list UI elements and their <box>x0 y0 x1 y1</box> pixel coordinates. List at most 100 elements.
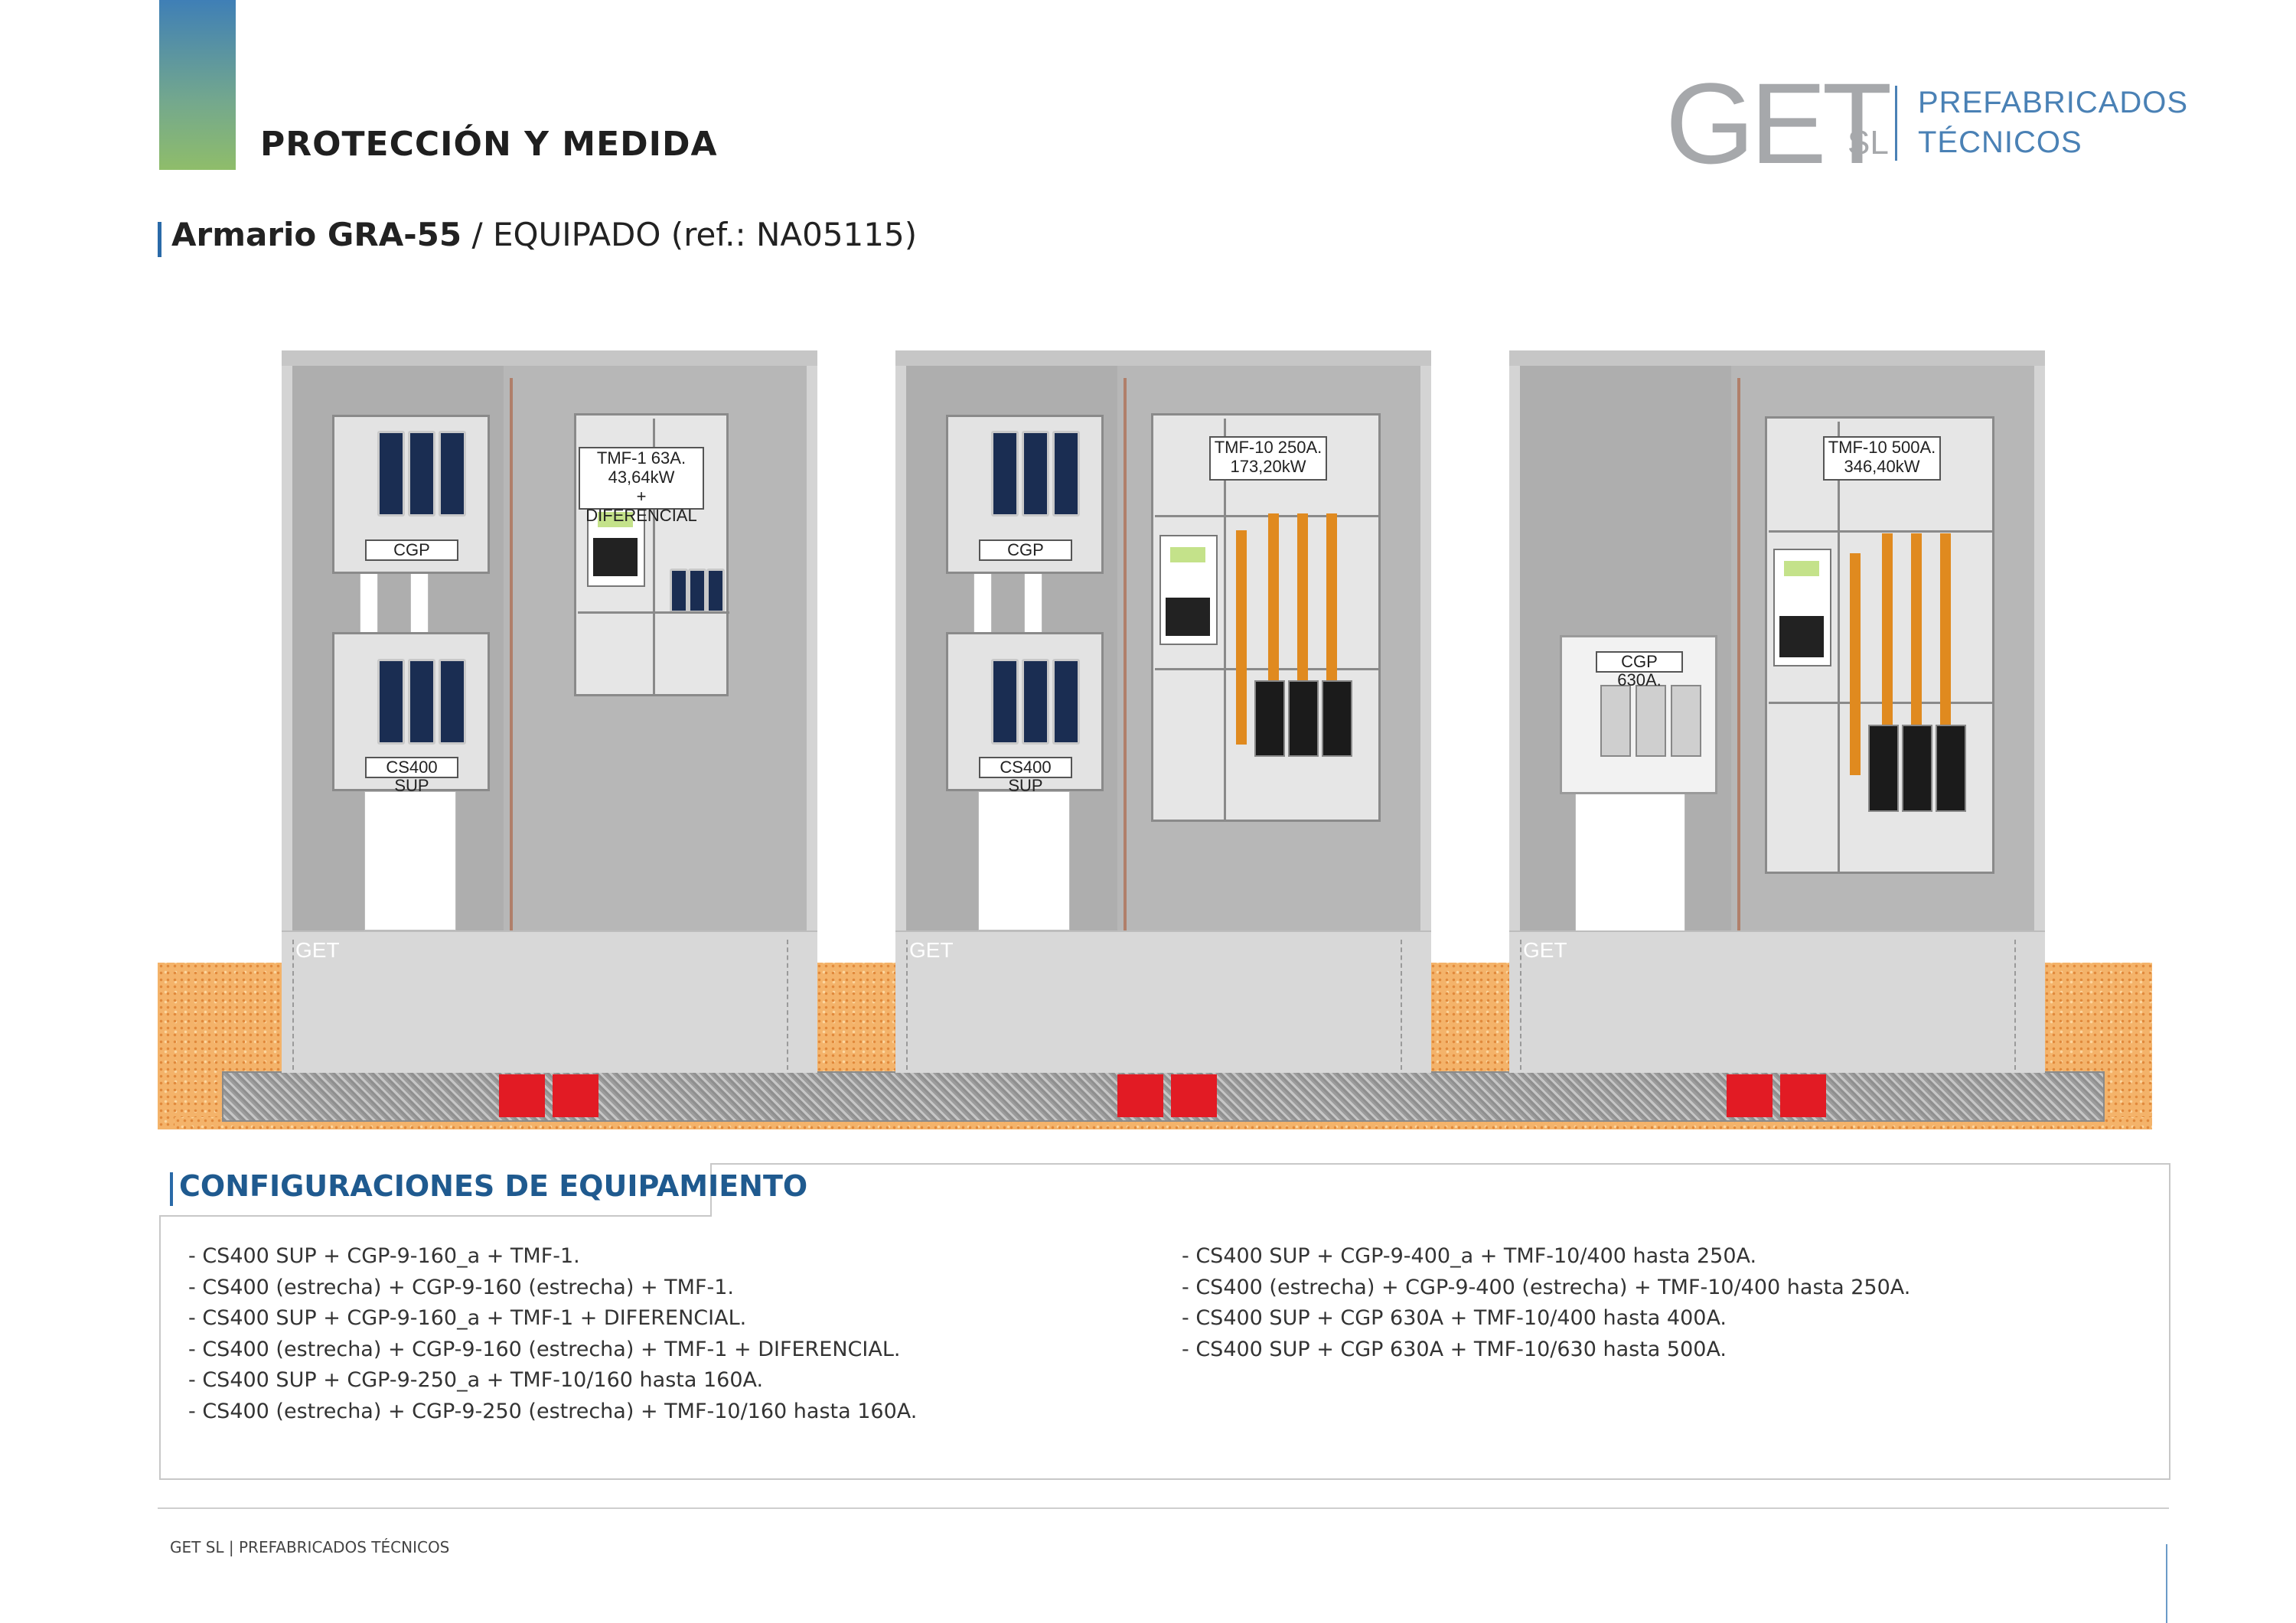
fuse-icon <box>408 431 435 517</box>
base-dash-line <box>906 940 908 1070</box>
logo-line2: TÉCNICOS <box>1918 125 2082 159</box>
cabinet-roof <box>282 350 817 366</box>
list-item: - CS400 (estrecha) + CGP-9-400 (estrecha… <box>1182 1275 1911 1299</box>
list-item: - CS400 SUP + CGP 630A + TMF-10/400 hast… <box>1182 1306 1727 1331</box>
meter-screen <box>598 512 633 527</box>
cabinet-divider <box>510 378 513 934</box>
switch-pole-icon <box>1600 685 1631 757</box>
red-duct <box>499 1074 545 1117</box>
configurations-list-right: - CS400 SUP + CGP-9-400_a + TMF-10/400 h… <box>1182 1241 1910 1365</box>
fuse-icon <box>1022 431 1049 517</box>
logo-get-text: GET <box>1665 59 1892 187</box>
fuse-icon <box>706 569 725 613</box>
fuse-icon <box>377 431 405 517</box>
configurations-list-left: - CS400 SUP + CGP-9-160_a + TMF-1. - CS4… <box>188 1241 917 1428</box>
meter-icon <box>587 500 645 587</box>
cable-duct <box>978 791 1070 930</box>
cabinet-base <box>282 930 817 1073</box>
fuse-icon <box>439 431 466 517</box>
module-divider <box>1769 702 1994 704</box>
configurations-title: CONFIGURACIONES DE EQUIPAMIENTO <box>179 1169 808 1203</box>
tmf10-500-module <box>1765 416 1994 874</box>
module-divider <box>1769 530 1994 533</box>
cabinet-divider <box>1124 378 1127 934</box>
fuse-icon <box>688 569 706 613</box>
connection-tube <box>974 572 992 635</box>
tmf10-500-label-line1: TMF-10 500A. <box>1828 438 1936 457</box>
meter-screen <box>1170 547 1205 562</box>
tmf10-500-label-line2: 346,40kW <box>1844 457 1920 476</box>
tmf1-label-line1: TMF-1 63A. <box>596 448 687 468</box>
fuse-icon <box>1052 431 1080 517</box>
module-divider <box>1224 419 1226 820</box>
switch-pole-icon <box>1671 685 1701 757</box>
switch-pole-icon <box>1636 685 1666 757</box>
fuse-icon <box>991 431 1019 517</box>
fuse-icon <box>670 569 688 613</box>
module-divider <box>1155 668 1380 670</box>
configurations-panel <box>159 1163 2170 1480</box>
meter-body <box>1779 616 1824 657</box>
logo-separator <box>1895 86 1897 161</box>
base-dash-line <box>1401 940 1402 1070</box>
subtitle-model: Armario GRA-55 <box>171 216 462 253</box>
red-duct <box>1727 1074 1773 1117</box>
cabinet-base <box>895 930 1431 1073</box>
list-item: - CS400 SUP + CGP-9-160_a + TMF-1. <box>188 1244 580 1268</box>
footer-text: GET SL | PREFABRICADOS TÉCNICOS <box>170 1538 450 1556</box>
page-subtitle: Armario GRA-55 / EQUIPADO (ref.: NA05115… <box>171 216 917 253</box>
tmf1-label-line2: 43,64kW <box>608 468 675 487</box>
fuse-icon <box>1052 659 1080 745</box>
connection-tube <box>1024 572 1042 635</box>
cabinet-2: CGP CS400 SUP TMF-10 250A. 173,20kW GET <box>895 350 1431 1073</box>
list-item: - CS400 SUP + CGP 630A + TMF-10/630 hast… <box>1182 1337 1727 1361</box>
cs400-label: CS400 SUP <box>979 757 1072 795</box>
cable <box>1940 533 1951 771</box>
corner-color-band <box>159 0 236 170</box>
list-item: - CS400 (estrecha) + CGP-9-160 (estrecha… <box>188 1337 901 1361</box>
tmf10-500-label: TMF-10 500A. 346,40kW <box>1823 436 1941 481</box>
cgp-box: CGP <box>332 415 490 574</box>
cabinet-roof <box>895 350 1431 366</box>
subtitle-ref: / EQUIPADO (ref.: NA05115) <box>461 216 918 253</box>
cable-duct <box>364 791 456 930</box>
fuse-icon <box>439 659 466 745</box>
tmf10-250-label: TMF-10 250A. 173,20kW <box>1209 436 1327 481</box>
list-item: - CS400 SUP + CGP-9-250_a + TMF-10/160 h… <box>188 1368 764 1393</box>
red-duct <box>1117 1074 1163 1117</box>
fuse-icon <box>991 659 1019 745</box>
list-item: - CS400 (estrecha) + CGP-9-250 (estrecha… <box>188 1399 918 1423</box>
breaker-icon <box>1902 725 1932 812</box>
red-duct <box>553 1074 598 1117</box>
tmf1-label-line3: + DIFERENCIAL <box>585 487 697 525</box>
meter-body <box>593 538 638 576</box>
cgp630-box: CGP 630A. <box>1560 635 1717 794</box>
tmf10-250-module <box>1151 413 1381 822</box>
cs400-box: CS400 SUP <box>946 632 1104 795</box>
fuse-icon <box>1022 659 1049 745</box>
tmf1-label: TMF-1 63A. 43,64kW + DIFERENCIAL <box>579 447 704 525</box>
list-item: - CS400 SUP + CGP-9-400_a + TMF-10/400 h… <box>1182 1244 1757 1268</box>
connection-tube <box>410 572 429 635</box>
breaker-icon <box>1322 680 1352 757</box>
meter-icon <box>1159 535 1218 645</box>
base-dash-line <box>787 940 788 1070</box>
configurations-title-tab <box>159 1163 712 1217</box>
cable <box>1911 533 1922 771</box>
cgp-label: CGP <box>979 539 1072 561</box>
tmf10-250-label-line1: TMF-10 250A. <box>1214 438 1322 457</box>
red-duct <box>1780 1074 1826 1117</box>
logo-sl-text: SL <box>1848 124 1889 161</box>
cabinet-base <box>1509 930 2045 1073</box>
fuse-icon <box>377 659 405 745</box>
breaker-icon <box>1868 725 1899 812</box>
subtitle-accent-bar <box>158 222 161 257</box>
fuse-icon <box>408 659 435 745</box>
cable <box>1882 533 1893 771</box>
footer-vertical-line <box>2166 1544 2167 1623</box>
connection-tube <box>360 572 378 635</box>
logo-line1: PREFABRICADOS <box>1918 86 2189 119</box>
cable <box>1850 553 1861 775</box>
cabinet-brand: GET <box>295 938 340 962</box>
cabinet-brand: GET <box>909 938 954 962</box>
